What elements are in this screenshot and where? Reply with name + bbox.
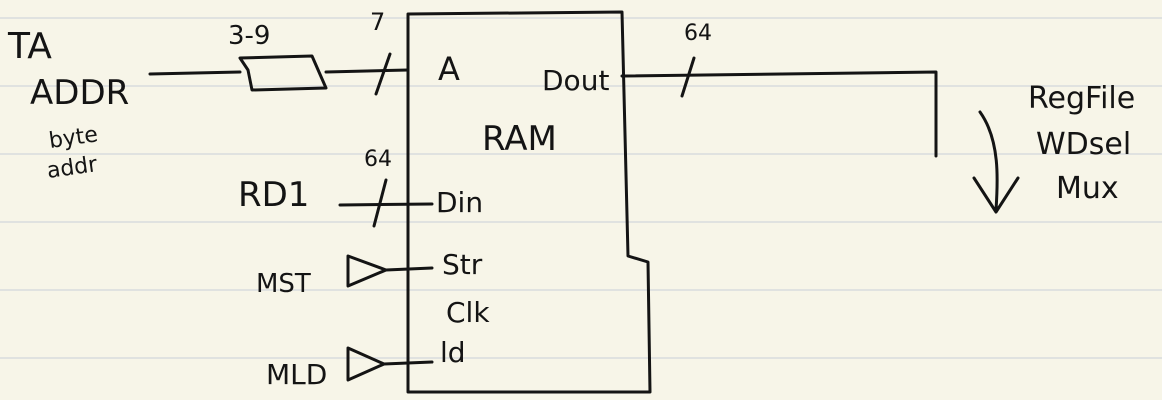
port-a-label: A	[438, 50, 460, 88]
port-dout-label: Dout	[542, 64, 609, 97]
port-ld-label: ld	[440, 336, 466, 369]
arrow-down-icon	[972, 110, 1020, 214]
addr-label: ADDR	[30, 73, 129, 113]
addr-to-ram-wire	[324, 68, 410, 74]
bus-tick-dout	[680, 56, 696, 98]
port-str-label: Str	[442, 248, 483, 281]
mst-wire	[384, 266, 434, 272]
slice-label: 3-9	[228, 21, 270, 51]
ram-title: RAM	[482, 119, 557, 159]
addr-wire	[148, 70, 242, 76]
bus-tick-a	[374, 52, 392, 96]
mux-label: Mux	[1056, 171, 1119, 206]
wdsel-label: WDsel	[1036, 127, 1131, 162]
mld-label: MLD	[266, 358, 327, 391]
rd1-label: RD1	[238, 175, 309, 215]
dout-wire	[620, 70, 938, 158]
mst-buffer-icon	[346, 254, 388, 288]
din-wire	[338, 202, 434, 207]
ta-label: TA	[7, 26, 52, 67]
ram-block	[406, 10, 652, 394]
bit-slice-box	[238, 54, 328, 92]
mld-wire	[382, 360, 434, 366]
mld-buffer-icon	[346, 346, 386, 382]
addr-small-label: addr	[45, 152, 99, 184]
bus-tick-din	[372, 178, 388, 228]
width-din-label: 64	[364, 147, 392, 172]
byte-label: byte	[47, 122, 99, 154]
port-din-label: Din	[436, 186, 483, 219]
regfile-label: RegFile	[1028, 81, 1135, 116]
width-a-label: 7	[370, 8, 385, 36]
port-clk-label: Clk	[446, 296, 490, 329]
width-dout-label: 64	[684, 21, 712, 46]
ruled-lines	[0, 17, 1162, 359]
mst-label: MST	[256, 269, 311, 299]
